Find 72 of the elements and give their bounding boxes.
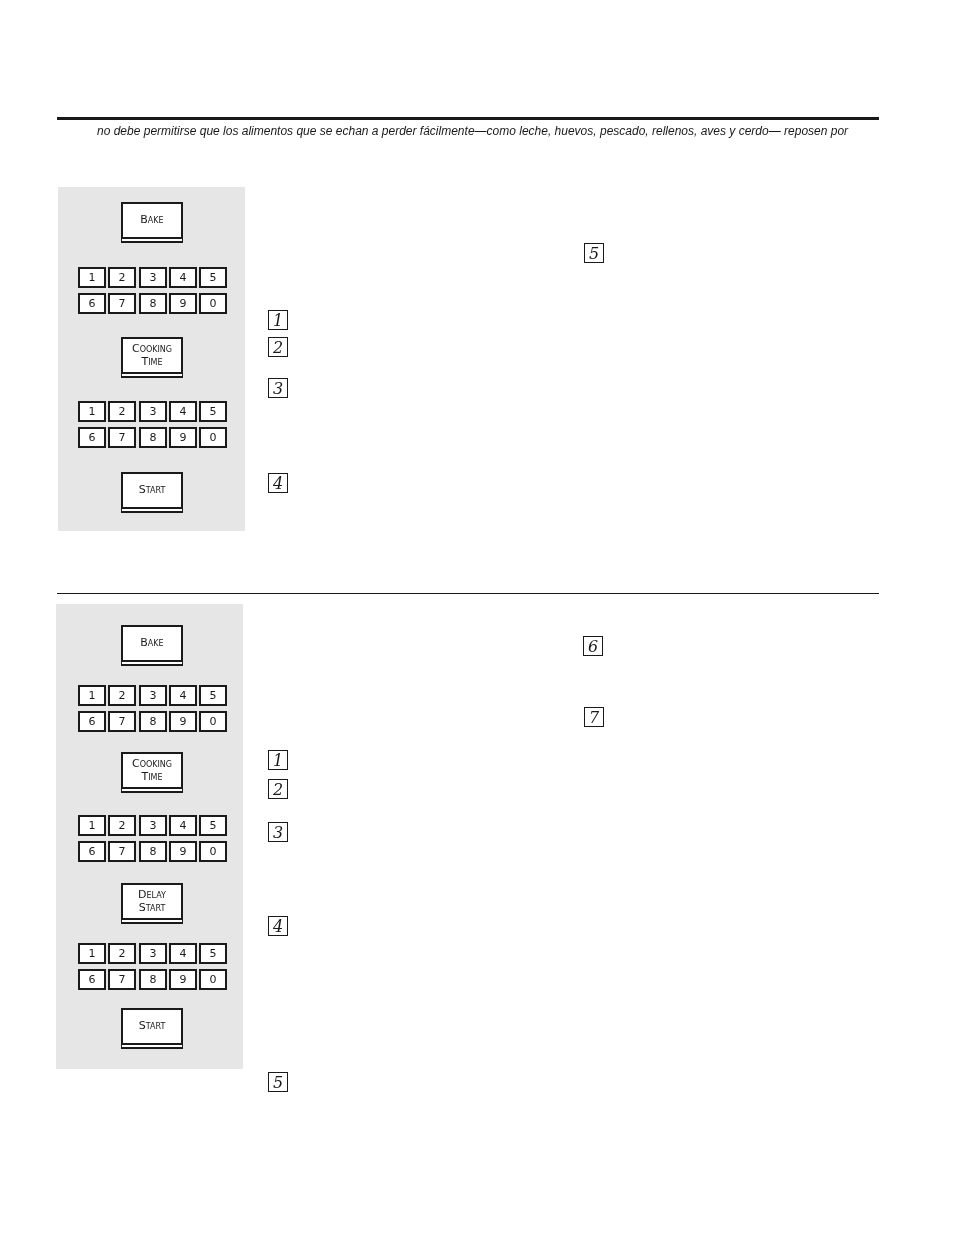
- control-pad-button: Start: [121, 1008, 183, 1049]
- number-key: 3: [139, 401, 167, 422]
- number-key: 3: [139, 815, 167, 836]
- number-key: 6: [78, 841, 106, 862]
- number-key: 8: [139, 969, 167, 990]
- note-text: no debe permitirse que los alimentos que se echan a perder fácilmente—como leche, huevos, pescado, rellenos, aves y cerdo— reposen por: [97, 124, 849, 138]
- control-pad-button: Delay Start: [121, 883, 183, 924]
- step-number: 1: [268, 750, 288, 770]
- number-key: 6: [78, 427, 106, 448]
- step-number: 2: [268, 337, 288, 357]
- step-number: 3: [268, 822, 288, 842]
- number-key: 1: [78, 943, 106, 964]
- number-key: 4: [169, 401, 197, 422]
- step-number: 4: [268, 916, 288, 936]
- number-key: 4: [169, 685, 197, 706]
- number-key: 0: [199, 293, 227, 314]
- number-key: 3: [139, 267, 167, 288]
- number-key: 1: [78, 401, 106, 422]
- number-key: 3: [139, 943, 167, 964]
- number-key: 2: [108, 401, 136, 422]
- step-number: 2: [268, 779, 288, 799]
- number-key: 7: [108, 427, 136, 448]
- number-key: 7: [108, 841, 136, 862]
- control-panel-background: [56, 604, 243, 1069]
- step-number: 1: [268, 310, 288, 330]
- number-key: 1: [78, 267, 106, 288]
- number-key: 0: [199, 711, 227, 732]
- number-key: 7: [108, 293, 136, 314]
- number-key: 8: [139, 293, 167, 314]
- number-key: 0: [199, 841, 227, 862]
- number-key: 2: [108, 685, 136, 706]
- number-key: 0: [199, 969, 227, 990]
- number-key: 1: [78, 815, 106, 836]
- number-key: 8: [139, 427, 167, 448]
- number-key: 8: [139, 841, 167, 862]
- control-pad-button: Bake: [121, 202, 183, 243]
- control-pad-button: Bake: [121, 625, 183, 666]
- step-number: 5: [584, 243, 604, 263]
- number-key: 6: [78, 969, 106, 990]
- step-number: 7: [584, 707, 604, 727]
- number-key: 7: [108, 711, 136, 732]
- control-pad-button: Start: [121, 472, 183, 513]
- number-key: 5: [199, 685, 227, 706]
- number-key: 2: [108, 943, 136, 964]
- control-panel-background: [58, 187, 245, 531]
- number-key: 4: [169, 267, 197, 288]
- number-key: 9: [169, 711, 197, 732]
- number-key: 8: [139, 711, 167, 732]
- number-key: 9: [169, 293, 197, 314]
- number-key: 9: [169, 427, 197, 448]
- number-key: 6: [78, 293, 106, 314]
- number-key: 5: [199, 267, 227, 288]
- number-key: 9: [169, 969, 197, 990]
- number-key: 9: [169, 841, 197, 862]
- control-pad-button: Cooking Time: [121, 337, 183, 378]
- number-key: 1: [78, 685, 106, 706]
- step-number: 6: [583, 636, 603, 656]
- number-key: 0: [199, 427, 227, 448]
- number-key: 5: [199, 943, 227, 964]
- control-pad-button: Cooking Time: [121, 752, 183, 793]
- step-number: 4: [268, 473, 288, 493]
- step-number: 5: [268, 1072, 288, 1092]
- number-key: 7: [108, 969, 136, 990]
- step-number: 3: [268, 378, 288, 398]
- number-key: 4: [169, 815, 197, 836]
- number-key: 3: [139, 685, 167, 706]
- number-key: 2: [108, 267, 136, 288]
- number-key: 6: [78, 711, 106, 732]
- number-key: 2: [108, 815, 136, 836]
- number-key: 5: [199, 401, 227, 422]
- number-key: 4: [169, 943, 197, 964]
- number-key: 5: [199, 815, 227, 836]
